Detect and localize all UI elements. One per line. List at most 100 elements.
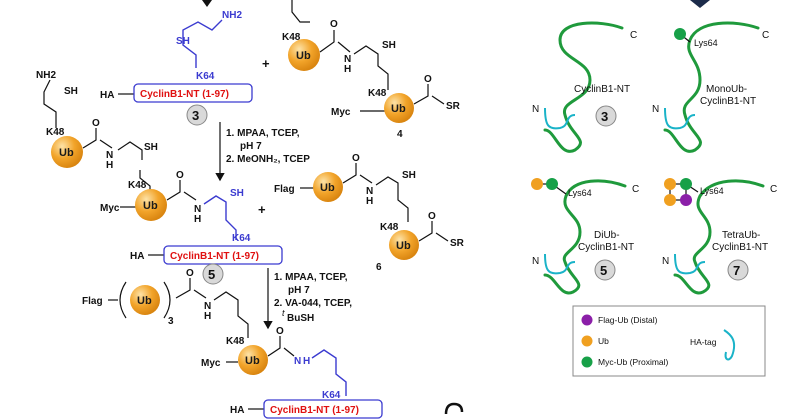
sr-label: SR: [446, 101, 461, 112]
nh2-label: NH2: [222, 10, 242, 21]
compound-3-badge: [595, 105, 617, 127]
n-terminus: N: [532, 104, 539, 115]
plus-sign: +: [262, 56, 270, 71]
cyclin-box: [163, 245, 283, 265]
protein-chain: [543, 21, 624, 153]
ub-dot: [531, 178, 543, 190]
ub-label: Ub: [320, 182, 335, 194]
step1-line2: pH 7: [240, 141, 262, 152]
ub-sphere-2: [238, 345, 268, 375]
panel-label-2: CyclinB1-NT: [700, 96, 756, 107]
k64-linker-chain: [182, 19, 223, 68]
ha-tag: [544, 253, 576, 275]
carbonyl-o: O: [352, 153, 360, 164]
compound-5-number: 5: [208, 267, 215, 282]
ub-label: Ub: [143, 200, 158, 212]
plus-sign-2: +: [258, 202, 266, 217]
flag-label: Flag: [274, 184, 295, 195]
n-terminus: N: [532, 256, 539, 267]
thioester-o: O: [428, 211, 436, 222]
amide-bond: [166, 180, 197, 201]
carbonyl-o: O: [92, 118, 100, 129]
k64-linker-chain: [203, 195, 237, 240]
compound-3-number: 3: [601, 109, 608, 124]
amide-n: N: [344, 54, 351, 65]
amide-h: H: [194, 214, 201, 225]
panel-tetraub: Lys64 C N TetraUb- CyclinB1-NT 7: [662, 178, 777, 295]
compound-3-badge: [186, 104, 208, 126]
amide-bond: [82, 128, 113, 149]
amide-h: H: [366, 196, 373, 207]
amide-n-2: N: [294, 356, 301, 367]
step2-tert-sup: t: [282, 308, 285, 318]
ub-sphere-2: [384, 93, 414, 123]
ha-tag: [544, 107, 576, 130]
carbonyl-o-2: O: [276, 326, 284, 337]
nh2-label: NH2: [36, 70, 56, 81]
compound-5-badge: [594, 259, 616, 281]
ub-dot-1: [664, 178, 676, 190]
compound-6-group: Flag Ub O N H SH K48 Ub O SR 6: [274, 153, 465, 273]
thiol-chain: [353, 45, 389, 90]
ub-sphere-2: [389, 230, 419, 260]
sh-label: SH: [230, 188, 244, 199]
k64-label: K64: [196, 71, 215, 82]
ub-sphere: [313, 172, 343, 202]
step1-line1: 1. MPAA, TCEP,: [226, 128, 300, 139]
myc-label: Myc: [201, 358, 221, 369]
free-ub-left-group: NH2 SH K48 Ub O N H SH: [36, 70, 158, 171]
panel-monoub: Lys64 C N MonoUb- CyclinB1-NT: [652, 21, 769, 153]
thioester-bond: [413, 84, 445, 105]
legend-myc-ub: Myc-Ub (Proximal): [598, 357, 669, 367]
step2-line4: BuSH: [287, 313, 314, 324]
compound-3-number: 3: [192, 108, 199, 123]
amide-n: N: [204, 301, 211, 312]
ha-tag-swatch: [723, 329, 736, 361]
sh-label: SH: [64, 86, 78, 97]
carbonyl-o: O: [330, 19, 338, 30]
panel-label-1: MonoUb-: [706, 84, 747, 95]
k48-chain-top: [291, 0, 310, 23]
myc-ub-dot: [674, 28, 686, 40]
sh-label: SH: [176, 36, 190, 47]
navy-arrow-tip: [690, 0, 710, 8]
thioester-bond: [418, 221, 449, 242]
step2-line1: 1. MPAA, TCEP,: [274, 272, 348, 283]
ub-label-2: Ub: [245, 355, 260, 367]
lys64-label: Lys64: [568, 188, 592, 198]
k48-side-chain: [139, 170, 151, 192]
carbonyl-o: O: [176, 170, 184, 181]
partial-compound-number: [444, 402, 464, 415]
ub-sphere: [130, 285, 160, 315]
amide-n: N: [366, 186, 373, 197]
product-group: Flag Ub 3 O N H K48 Myc Ub O N H K64 HA …: [82, 268, 383, 419]
ub-label: Ub: [137, 295, 152, 307]
cyclin-label: CyclinB1-NT (1-97): [270, 405, 359, 416]
k64-label: K64: [322, 390, 341, 401]
legend-flag-ub: Flag-Ub (Distal): [598, 315, 658, 325]
k48-label: K48: [46, 127, 65, 138]
legend-ub: Ub: [598, 336, 609, 346]
cyclin-label: CyclinB1-NT (1-97): [170, 251, 259, 262]
thiol-chain: [117, 141, 143, 160]
c-terminus: C: [630, 30, 637, 41]
ub-swatch: [581, 335, 593, 347]
k64-linker-chain: [311, 349, 347, 396]
c-terminus: C: [632, 184, 639, 195]
compound-6-number: 6: [376, 262, 382, 273]
legend-ha-tag: HA-tag: [690, 337, 717, 347]
ub-sphere: [51, 136, 83, 168]
compound-5-number: 5: [600, 263, 607, 278]
flag-label: Flag: [82, 296, 103, 307]
sh-label: SH: [402, 170, 416, 181]
k48-side-chain: [43, 79, 57, 128]
myc-label: Myc: [331, 107, 351, 118]
amide-n: N: [194, 204, 201, 215]
compound-5-badge: [202, 263, 224, 285]
thioester-o: O: [424, 74, 432, 85]
ub-chain-bonds: [669, 183, 687, 201]
panel-label-1: DiUb-: [594, 230, 620, 241]
panel-label-2: CyclinB1-NT: [578, 242, 634, 253]
